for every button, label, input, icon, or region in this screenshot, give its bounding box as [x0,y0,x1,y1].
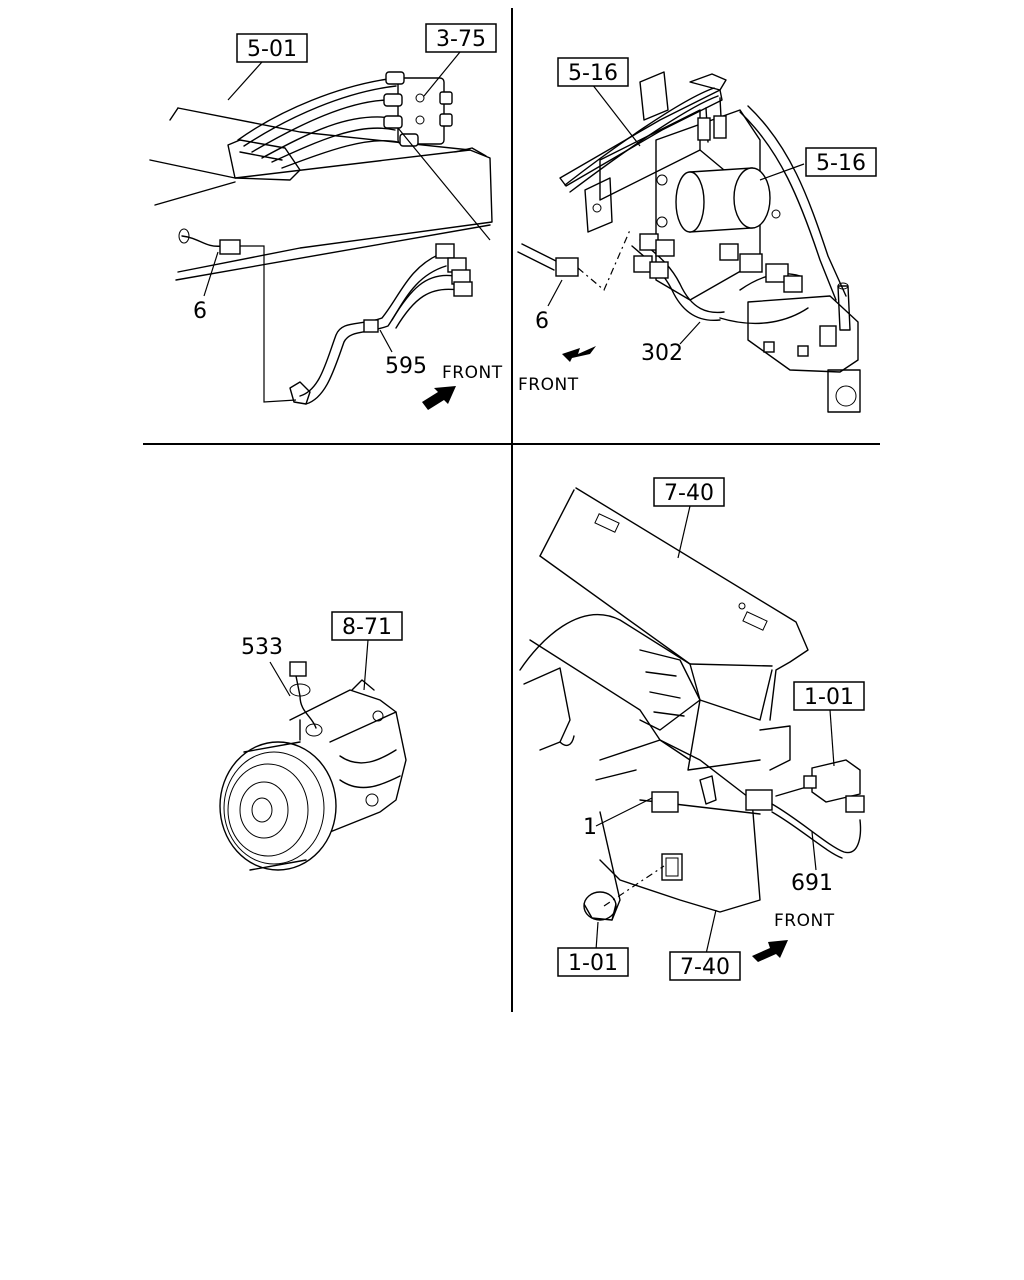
compressor-drawing [219,661,407,871]
ref-label: 8-71 [342,615,392,640]
valve-block-drawing [383,71,453,147]
leader-3-75-b [397,127,491,241]
mounting-block-drawing [747,282,861,413]
ref-label: 1-01 [568,951,618,976]
leader-7-40-top [677,505,691,559]
ref-box-8-71[interactable]: 8-71 [331,611,403,641]
leader-302 [679,321,701,345]
panel-bottom-left: 8-71 533 [219,611,407,871]
panel-top-left: 5-01 3-75 6 595 FRONT [149,23,503,410]
cylinder-drawing [656,167,781,233]
ref-box-7-40-top[interactable]: 7-40 [653,477,725,507]
ref-box-5-01[interactable]: 5-01 [236,33,308,63]
part-number[interactable]: 302 [641,341,683,366]
brake-pipes-drawing [237,77,399,169]
front-arrow-icon [752,940,788,962]
ref-box-5-16-b[interactable]: 5-16 [805,147,877,177]
front-arrow-icon [422,386,456,410]
leader-6-b [547,279,563,307]
leader-5-16-b [759,163,805,181]
ref-label: 7-40 [664,481,714,506]
frame-rail-drawing [149,107,493,281]
front-label: FRONT [774,911,835,931]
ref-label: 5-16 [816,151,866,176]
panel-bottom-right: 7-40 1-01 1-01 7-40 1 691 FRONT [519,477,865,981]
front-label: FRONT [518,375,579,395]
front-arrow-icon [562,346,596,362]
leader-691 [811,831,817,871]
front-label: FRONT [442,363,503,383]
leader-1 [595,797,653,827]
ref-box-5-16-a[interactable]: 5-16 [557,57,629,87]
ref-label: 7-40 [680,955,730,980]
part-number[interactable]: 595 [385,354,427,379]
ref-box-1-01-top[interactable]: 1-01 [793,681,865,711]
harness-302-drawing [631,233,809,325]
leader-595 [379,329,393,353]
connector-6-drawing [517,229,631,291]
ref-label: 5-01 [247,37,297,62]
harness-595-drawing [178,228,473,405]
switch-connectors-drawing [583,759,865,921]
leader-5-16-a [591,83,641,147]
ref-box-3-75[interactable]: 3-75 [425,23,497,53]
part-number[interactable]: 6 [535,309,549,334]
part-number[interactable]: 1 [583,815,597,840]
leader-1-01-bottom [595,921,599,951]
ref-box-7-40-bottom[interactable]: 7-40 [669,951,741,981]
leader-5-01 [227,61,263,101]
panel-top-right: 5-16 5-16 6 302 FRONT [517,57,877,413]
ref-label: 5-16 [568,61,618,86]
part-number[interactable]: 691 [791,871,833,896]
leader-3-75 [423,51,461,97]
leader-533 [269,661,291,697]
pipes-drawing [564,87,847,301]
part-number[interactable]: 6 [193,299,207,324]
leader-1-01-top [829,709,835,767]
leader-6 [203,251,219,297]
leader-7-40-bottom [705,909,717,955]
ref-box-1-01-bottom[interactable]: 1-01 [557,947,629,977]
ref-label: 3-75 [436,27,486,52]
part-number[interactable]: 533 [241,635,283,660]
dashboard-drawing [519,487,809,921]
leader-8-71 [363,639,369,691]
ref-label: 1-01 [804,685,854,710]
